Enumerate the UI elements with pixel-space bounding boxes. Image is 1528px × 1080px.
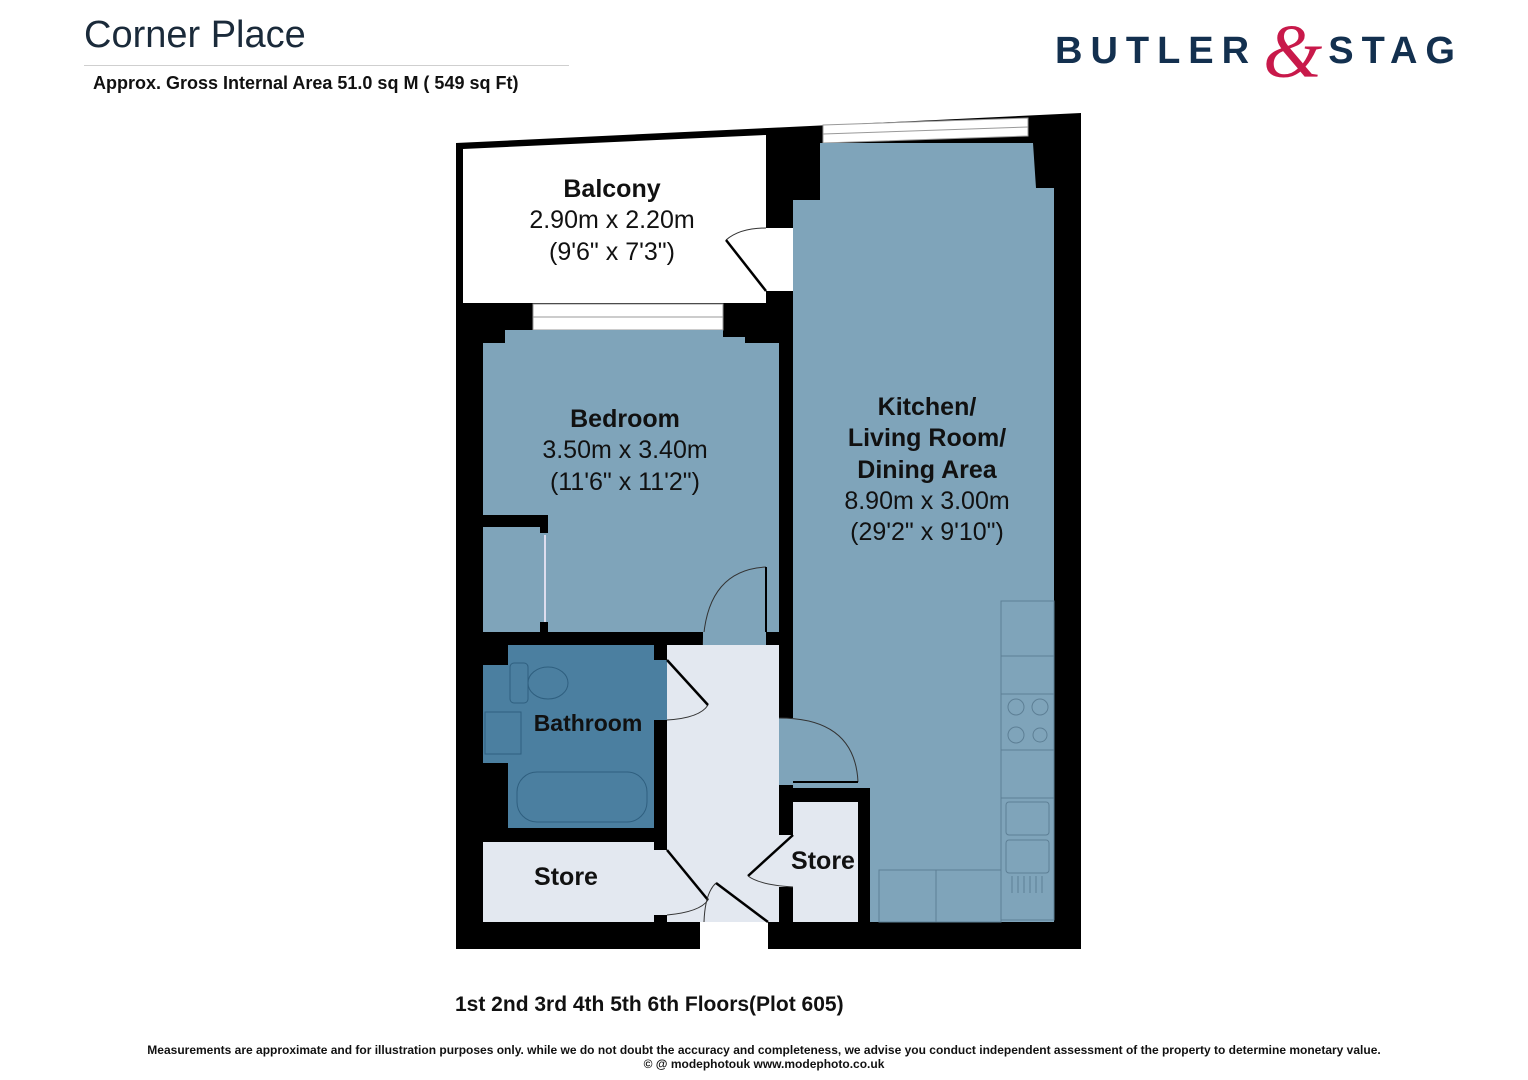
store-right-label: Store: [791, 847, 855, 875]
store-left-area: [483, 842, 654, 922]
title-divider: [84, 65, 569, 66]
balcony-area: [463, 135, 766, 303]
bathroom-fixtures: [484, 662, 648, 823]
logo-word-stag: STAG: [1328, 30, 1463, 72]
gross-internal-area: Approx. Gross Internal Area 51.0 sq M ( …: [93, 73, 519, 93]
bathroom-label: Bathroom: [533, 710, 643, 736]
logo-ampersand-icon: &: [1263, 9, 1323, 94]
logo-word-butler: BUTLER: [1055, 30, 1258, 72]
disclaimer-text: Measurements are approximate and for ill…: [147, 1043, 1381, 1057]
bedroom-area: [483, 330, 779, 632]
property-title: Corner Place: [84, 14, 306, 56]
credit-text: © @ modephotouk www.modephoto.co.uk: [643, 1057, 885, 1071]
floors-caption: 1st 2nd 3rd 4th 5th 6th Floors(Plot 605): [455, 993, 844, 1016]
store-right-area: [793, 802, 858, 922]
bathroom-area: [483, 645, 654, 828]
kitchen-units: [878, 600, 1055, 923]
kitchen-living-label: Kitchen/ Living Room/ Dining Area 8.90m …: [844, 393, 1010, 546]
agency-logo: BUTLER & STAG: [1055, 9, 1463, 94]
kitchen-living-area: [793, 143, 1054, 922]
store-left-label: Store: [534, 863, 598, 891]
bedroom-label: Bedroom 3.50m x 3.40m (11'6" x 11'2"): [542, 405, 708, 496]
balcony-label: Balcony 2.90m x 2.20m (9'6" x 7'3"): [529, 175, 695, 266]
hallway-area: [667, 645, 779, 922]
disclaimer: Measurements are approximate and for ill…: [0, 1043, 1528, 1071]
